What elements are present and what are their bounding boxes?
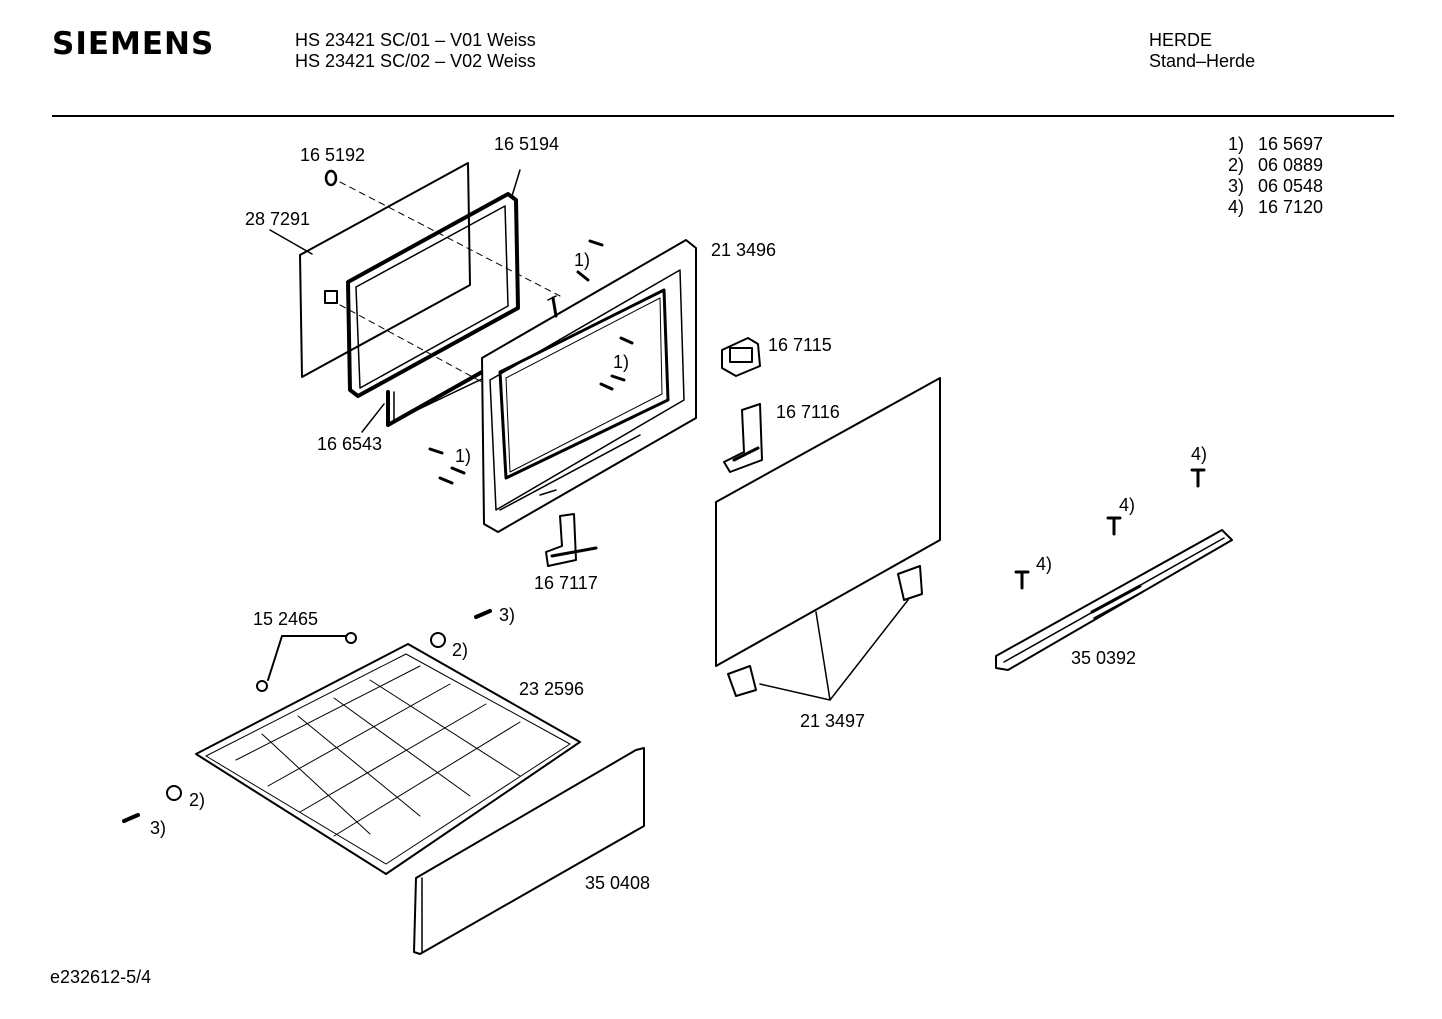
part-label: 16 6543 — [317, 434, 383, 454]
part-label: 15 2465 — [253, 609, 319, 629]
hinge-part-167116 — [723, 403, 763, 473]
category-info: HERDE Stand–Herde — [1149, 30, 1255, 72]
glass-clip — [324, 169, 561, 297]
parts-legend: 1)16 5697 2)06 0889 3)06 0548 4)16 7120 — [1228, 134, 1323, 218]
drawer-tray — [195, 643, 581, 875]
outer-door-glass — [715, 377, 941, 701]
tray-fasteners — [122, 609, 492, 823]
callout-label: 1) — [455, 446, 472, 466]
part-label: 16 5192 — [300, 145, 366, 165]
legend-row: 3)06 0548 — [1228, 176, 1324, 196]
model-info: HS 23421 SC/01 – V01 Weiss HS 23421 SC/0… — [295, 30, 536, 72]
door-glass-panel — [269, 162, 471, 378]
u-profile — [361, 370, 485, 433]
legend-row: 2)06 0889 — [1228, 155, 1324, 175]
part-label: 35 0392 — [1071, 648, 1137, 668]
subcategory-title: Stand–Herde — [1149, 51, 1256, 71]
part-label: 23 2596 — [519, 679, 585, 699]
part-label: 16 7116 — [776, 402, 840, 422]
legend-row: 1)16 5697 — [1228, 134, 1324, 154]
door-seal-frame — [346, 169, 521, 398]
part-label: 16 7115 — [768, 335, 832, 355]
hinge-part-167115 — [721, 337, 761, 377]
drawing-id: e232612-5/4 — [50, 967, 152, 987]
category-title: HERDE — [1149, 30, 1213, 50]
hinge-part-167117 — [545, 513, 598, 567]
part-label: 16 5194 — [494, 134, 560, 154]
callout-label: 3) — [150, 818, 167, 838]
callout-label: 4) — [1036, 554, 1053, 574]
callout-label: 2) — [452, 640, 469, 660]
screws-1 — [428, 239, 634, 485]
inner-door-frame — [481, 239, 697, 533]
callout-label: 2) — [189, 790, 206, 810]
part-label: 21 3496 — [711, 240, 777, 260]
door-handle — [995, 529, 1233, 671]
header-divider — [52, 115, 1394, 117]
callout-label: 1) — [613, 352, 630, 372]
brand-logo: SIEMENS — [52, 26, 215, 62]
model-line-2: HS 23421 SC/02 – V02 Weiss — [295, 51, 536, 71]
part-label: 16 7117 — [534, 573, 598, 593]
drawer-front-panel — [413, 747, 645, 955]
part-label: 35 0408 — [585, 873, 651, 893]
legend-row: 4)16 7120 — [1228, 197, 1324, 217]
callout-label: 4) — [1191, 444, 1208, 464]
part-label: 28 7291 — [245, 209, 311, 229]
model-line-1: HS 23421 SC/01 – V01 Weiss — [295, 30, 536, 50]
callout-label: 3) — [499, 605, 516, 625]
part-label: 21 3497 — [800, 711, 866, 731]
callout-label: 4) — [1119, 495, 1136, 515]
callout-label: 1) — [574, 250, 591, 270]
screws-4 — [1014, 468, 1206, 590]
